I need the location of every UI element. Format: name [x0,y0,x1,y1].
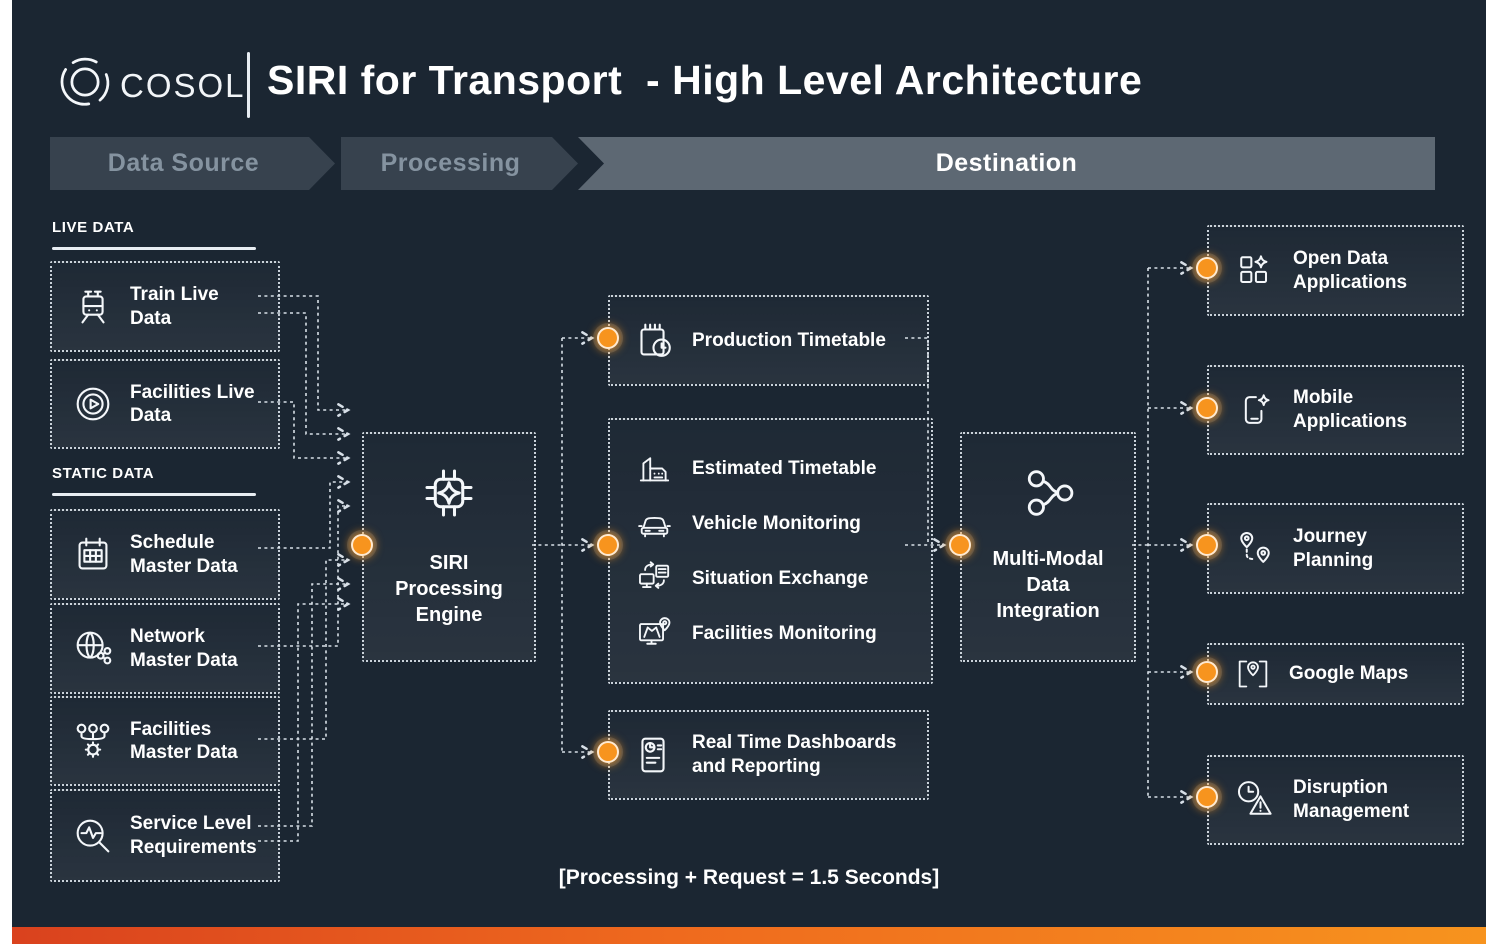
destination-label: Mobile Applications [1293,387,1408,432]
brand-name: COSOL [120,67,246,104]
page-margin-right [1486,0,1498,944]
output-box-dashboards: Real Time Dashboards and Reporting [608,710,929,800]
header-divider [247,52,250,118]
service-row-estimated-timetable: Estimated Timetable [634,448,931,489]
cosol-logo-icon [55,52,115,112]
processing-time-note: [Processing + Request = 1.5 Seconds] [558,866,940,889]
static-data-underline [52,493,256,496]
live-data-heading: LIVE DATA [52,219,135,236]
open-data-icon [1233,249,1277,293]
stage-band-processing: Processing [341,137,578,190]
station-icon [634,448,675,489]
live-stream-icon [70,381,116,427]
service-label: Facilities Monitoring [692,622,877,644]
source-box-facilities-live-data: Facilities Live Data [50,359,280,449]
source-box-network-master-data: Network Master Data [50,603,280,694]
connector-dot-dashboards [597,741,619,763]
siri-processing-engine-box: SIRI Processing Engine [362,432,536,662]
output-label: Real Time Dashboards and Reporting [692,732,897,777]
integration-label: Multi-Modal Data Integration [992,548,1104,622]
connector-dot-services [597,534,619,556]
source-label: Facilities Live Data [130,381,255,426]
report-icon [630,732,676,778]
calendar-clock-icon [630,318,676,364]
clock-warning-icon [1233,778,1277,822]
stage-band-data-source: Data Source [50,137,335,190]
source-box-facilities-master-data: Facilities Master Data [50,696,280,786]
stage-label-processing: Processing [380,149,521,177]
live-data-underline [52,247,256,250]
source-label: Facilities Master Data [130,718,238,763]
source-box-schedule-master-data: Schedule Master Data [50,509,280,600]
journey-pins-icon [1233,527,1277,571]
stage-band-destination: Destination [578,137,1435,190]
destination-box-disruption-management: Disruption Management [1207,755,1464,845]
mobile-sparkle-icon [1233,388,1277,432]
output-box-services-group: Estimated Timetable Vehicle Monitoring [608,418,933,684]
calendar-icon [70,532,116,578]
car-icon [634,503,675,544]
destination-label: Google Maps [1289,663,1409,685]
source-label: Train Live Data [130,284,219,329]
service-row-facilities-monitoring: Facilities Monitoring [634,613,931,654]
destination-box-mobile-applications: Mobile Applications [1207,365,1464,455]
exchange-icon [634,558,675,599]
output-label: Production Timetable [692,329,886,351]
source-box-train-live-data: Train Live Data [50,261,280,352]
connector-dot-google-maps [1196,661,1218,683]
stage-label-destination: Destination [935,149,1078,177]
stage-label-data-source: Data Source [107,149,260,177]
facilities-gear-icon [70,718,116,764]
service-label: Vehicle Monitoring [692,512,861,534]
static-data-heading: STATIC DATA [52,465,155,482]
connector-dot-production [597,327,619,349]
destination-label: Open Data Applications [1293,247,1408,293]
multi-modal-integration-box: Multi-Modal Data Integration [960,432,1136,662]
connector-dot-journey [1196,534,1218,556]
destination-box-journey-planning: Journey Planning [1207,503,1464,594]
connector-dot-integration [949,534,971,556]
globe-network-icon [70,626,116,672]
source-label: Service Level Requirements [130,813,257,858]
source-label: Schedule Master Data [130,532,238,577]
connector-dot-disruption [1196,786,1218,808]
source-label: Network Master Data [130,626,238,671]
destination-label: Disruption Management [1293,777,1410,822]
destination-label: Journey Planning [1293,525,1374,571]
connector-dot-mobile [1196,397,1218,419]
magnifier-pulse-icon [70,813,116,859]
destination-box-google-maps: Google Maps [1207,643,1464,705]
bottom-accent-bar [0,927,1498,944]
map-monitor-icon [634,613,675,654]
map-pin-icon [1233,654,1273,694]
output-box-production-timetable: Production Timetable [608,295,929,386]
connector-dot-engine [351,534,373,556]
chip-icon [416,460,482,526]
page-margin-left [0,0,12,944]
source-box-service-level-requirements: Service Level Requirements [50,789,280,882]
connector-dot-open-data [1196,257,1218,279]
nodes-icon [1017,462,1079,524]
page-title: SIRI for Transport - High Level Architec… [267,57,1143,103]
service-row-situation-exchange: Situation Exchange [634,558,931,599]
train-icon [70,284,116,330]
service-label: Situation Exchange [692,567,869,589]
service-row-vehicle-monitoring: Vehicle Monitoring [634,503,931,544]
service-label: Estimated Timetable [692,457,877,479]
destination-box-open-data-applications: Open Data Applications [1207,225,1464,316]
engine-label: SIRI Processing Engine [395,552,503,626]
